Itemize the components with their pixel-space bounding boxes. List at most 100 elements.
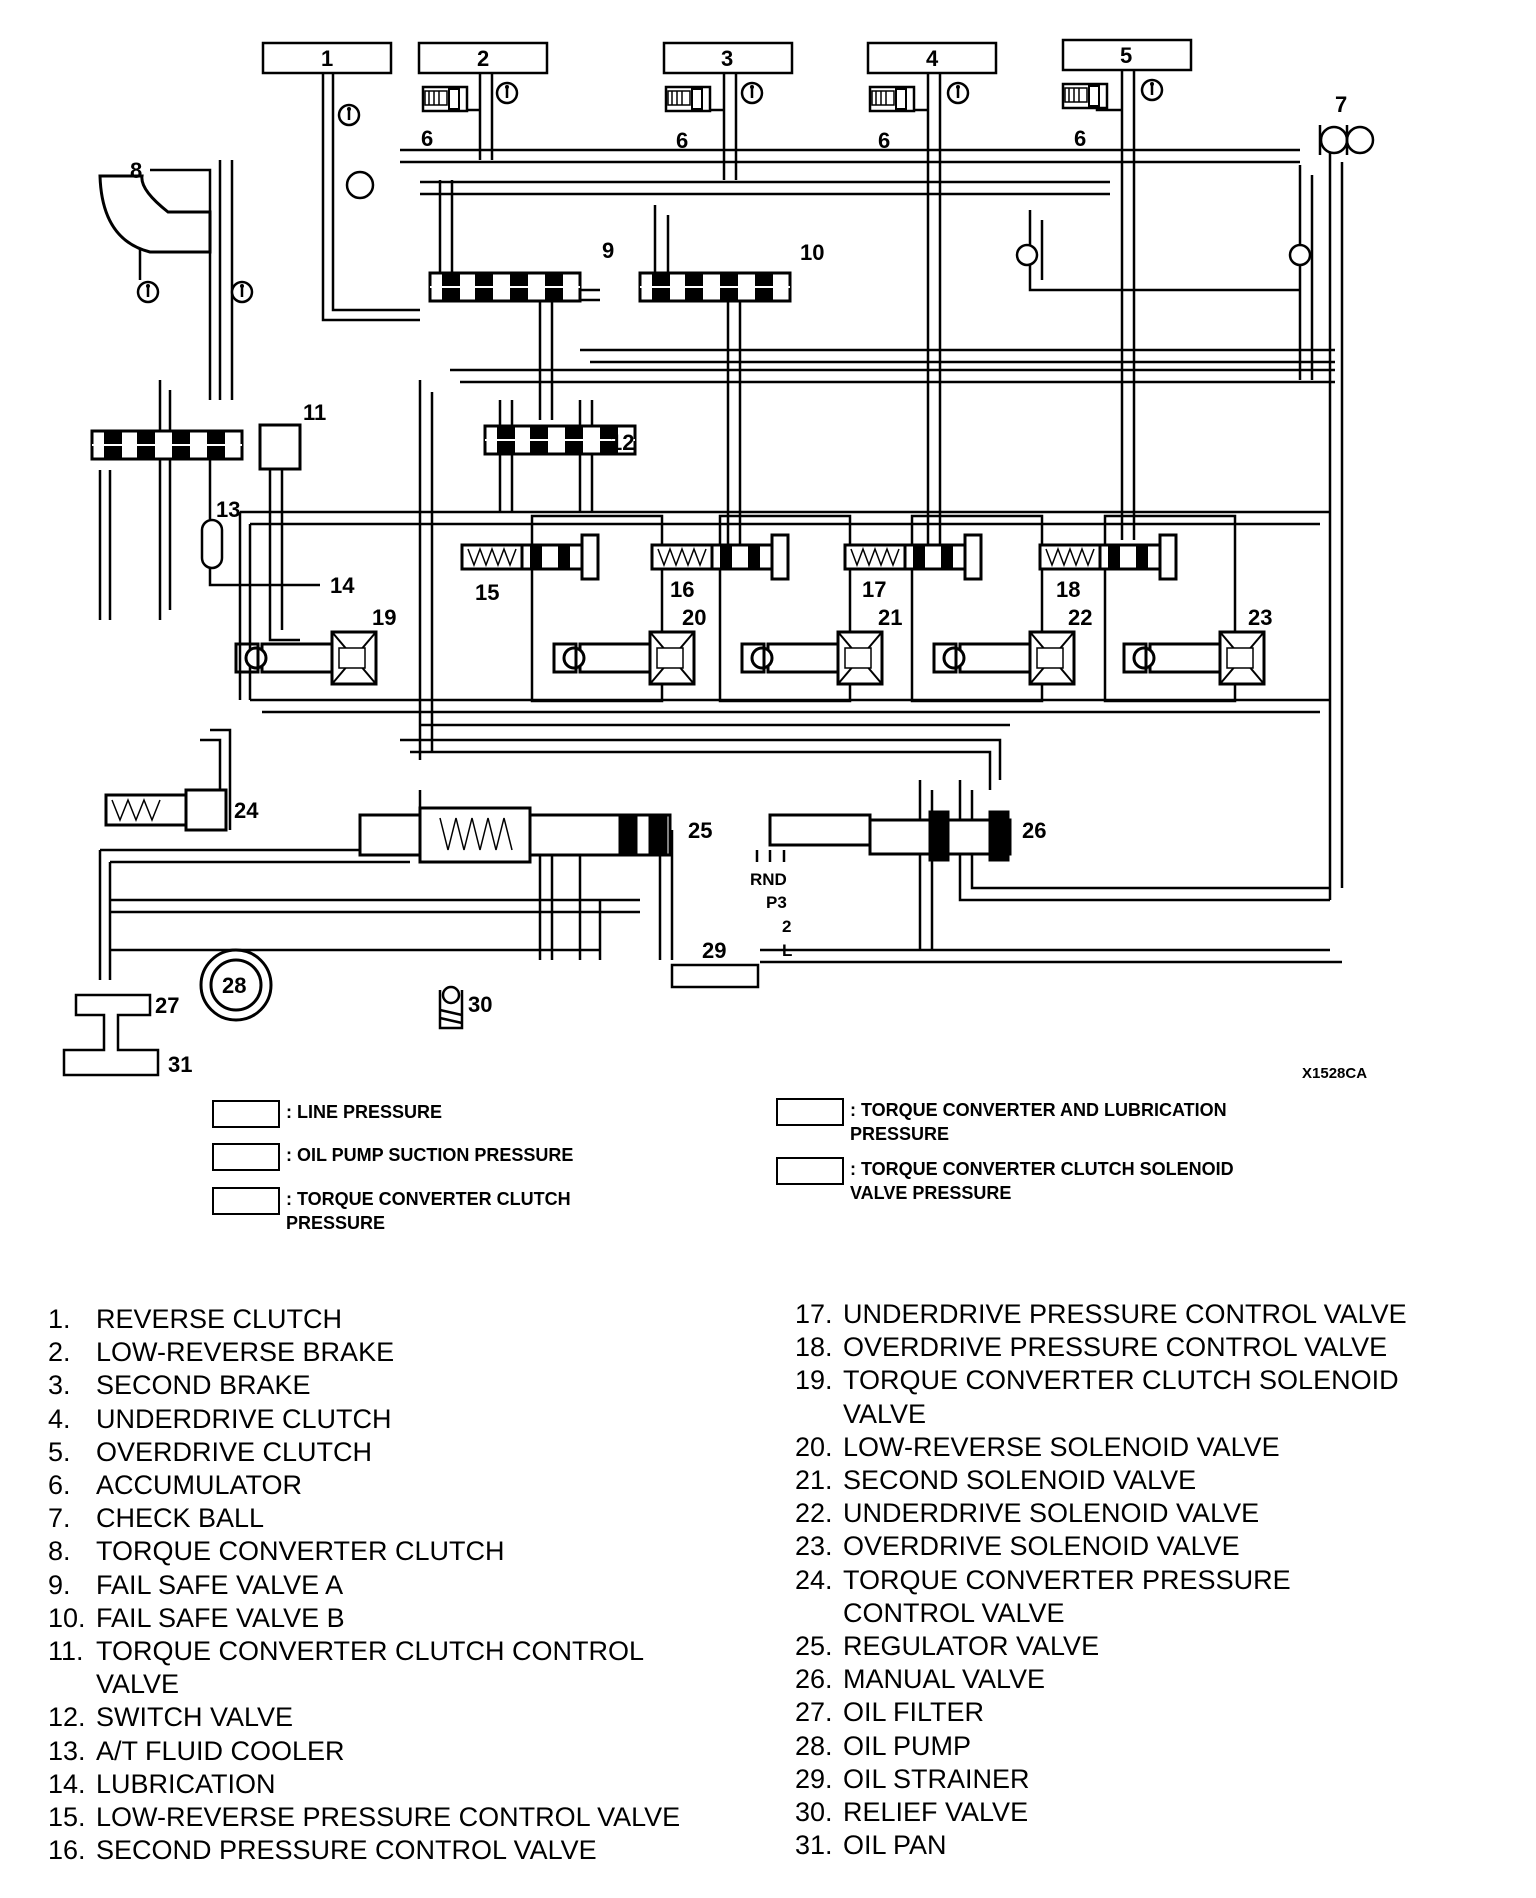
parts-list-item: 10.FAIL SAFE VALVE B — [48, 1602, 748, 1635]
callout-27: 27 — [155, 993, 179, 1018]
legend-line-pressure: : LINE PRESSURE — [212, 1100, 442, 1128]
part-description: OIL PUMP — [843, 1730, 972, 1761]
part-description: OIL PAN — [843, 1830, 947, 1861]
callout-18: 18 — [1056, 577, 1080, 602]
part-number: 15. — [48, 1802, 86, 1833]
part-number: 29. — [795, 1763, 833, 1794]
part-number: 26. — [795, 1664, 833, 1695]
callout-15: 15 — [475, 580, 499, 605]
parts-list-item: 13.A/T FLUID COOLER — [48, 1735, 748, 1768]
parts-list-item: 12.SWITCH VALVE — [48, 1701, 748, 1734]
callout-3: 3 — [721, 46, 733, 71]
part-number: 12. — [48, 1702, 86, 1733]
legend-swatch — [212, 1100, 280, 1128]
parts-list-item: 16.SECOND PRESSURE CONTROL VALVE — [48, 1834, 748, 1867]
part-number: 20. — [795, 1431, 833, 1462]
part-number: 6. — [48, 1470, 71, 1501]
part-description: UNDERDRIVE PRESSURE CONTROL VALVE — [843, 1299, 1407, 1329]
part-description: TORQUE CONVERTER CLUTCH SOLENOID VALVE — [843, 1365, 1399, 1429]
part-number: 24. — [795, 1564, 833, 1595]
parts-list-item: 5. OVERDRIVE CLUTCH — [48, 1436, 748, 1469]
parts-list-item: 22.UNDERDRIVE SOLENOID VALVE — [795, 1497, 1525, 1530]
callout-6b: 6 — [676, 128, 688, 153]
callout-24: 24 — [234, 798, 259, 823]
callout-29: 29 — [702, 938, 726, 963]
part-number: 13. — [48, 1735, 86, 1766]
part-number: 16. — [48, 1835, 86, 1866]
callout-28: 28 — [222, 973, 246, 998]
part-number: 9. — [48, 1569, 71, 1600]
parts-list-item: 2. LOW-REVERSE BRAKE — [48, 1336, 748, 1369]
callout-6c: 6 — [878, 128, 890, 153]
callout-17: 17 — [862, 577, 886, 602]
part-number: 2. — [48, 1337, 71, 1368]
part-description: OIL FILTER — [843, 1697, 985, 1728]
part-number: 27. — [795, 1697, 833, 1728]
callout-22: 22 — [1068, 605, 1092, 630]
part-description: OVERDRIVE PRESSURE CONTROL VALVE — [843, 1332, 1388, 1363]
callout-20: 20 — [682, 605, 706, 630]
part-number: 23. — [795, 1531, 833, 1562]
callout-25: 25 — [688, 818, 712, 843]
callout-13: 13 — [216, 497, 240, 522]
callout-9: 9 — [602, 238, 614, 263]
legend-tcc-solenoid-valve-pressure: : TORQUE CONVERTER CLUTCH SOLENOID VALVE… — [776, 1157, 1234, 1205]
legend-swatch — [776, 1157, 844, 1185]
callout-7: 7 — [1335, 92, 1347, 117]
parts-list-item: 23.OVERDRIVE SOLENOID VALVE — [795, 1530, 1525, 1563]
parts-list-item: 9.FAIL SAFE VALVE A — [48, 1569, 748, 1602]
parts-list-item: 11. TORQUE CONVERTER CLUTCH CONTROL VALVE — [48, 1635, 748, 1701]
part-number: 3. — [48, 1370, 71, 1401]
part-number: 11. — [48, 1636, 84, 1667]
parts-list-item: 20. LOW-REVERSE SOLENOID VALVE — [795, 1431, 1525, 1464]
part-number: 28. — [795, 1730, 833, 1761]
parts-list-item: 6. ACCUMULATOR — [48, 1469, 748, 1502]
part-description: OVERDRIVE CLUTCH — [96, 1436, 373, 1467]
part-description: LUBRICATION — [96, 1768, 276, 1799]
part-description: UNDERDRIVE CLUTCH — [96, 1403, 392, 1434]
legend-swatch — [776, 1098, 844, 1126]
part-description: LOW-REVERSE BRAKE — [96, 1337, 395, 1368]
legend-text: : TORQUE CONVERTER CLUTCH PRESSURE — [286, 1189, 571, 1233]
parts-list-item: 27. OIL FILTER — [795, 1696, 1525, 1729]
callout-16: 16 — [670, 577, 694, 602]
part-description: CHECK BALL — [96, 1503, 265, 1534]
part-number: 18. — [795, 1332, 833, 1363]
callout-10: 10 — [800, 240, 824, 265]
callout-8: 8 — [130, 158, 142, 183]
parts-list-item: 17.UNDERDRIVE PRESSURE CONTROL VALVE — [795, 1298, 1525, 1331]
part-description: REVERSE CLUTCH — [96, 1304, 343, 1334]
parts-list-item: 15. LOW-REVERSE PRESSURE CONTROL VALVE — [48, 1801, 748, 1834]
legend-torque-converter-lubrication-pressure: : TORQUE CONVERTER AND LUBRICATION PRESS… — [776, 1098, 1227, 1146]
figure-id: X1528CA — [1302, 1065, 1367, 1082]
part-description: SECOND BRAKE — [96, 1370, 311, 1401]
overdrive-clutch-box — [1061, 38, 1193, 72]
parts-list-item: 14.LUBRICATION — [48, 1768, 748, 1801]
manual-position-rnd: RND — [750, 870, 787, 889]
parts-list-item: 24.TORQUE CONVERTER PRESSURE CONTROL VAL… — [795, 1564, 1525, 1630]
part-number: 7. — [48, 1503, 71, 1534]
part-description: LOW-REVERSE SOLENOID VALVE — [843, 1431, 1280, 1462]
part-description: RELIEF VALVE — [843, 1797, 1029, 1828]
parts-list-item: 21.SECOND SOLENOID VALVE — [795, 1464, 1525, 1497]
callout-4: 4 — [926, 46, 939, 71]
hydraulic-circuit-diagram: 1 2 3 4 5 6 6 6 6 7 8 9 10 11 12 13 14 1… — [62, 38, 1375, 1082]
manual-position-p3: P3 — [766, 893, 787, 912]
legend-oil-pump-suction-pressure: : OIL PUMP SUCTION PRESSURE — [212, 1143, 573, 1171]
callout-30: 30 — [468, 992, 492, 1017]
parts-list-item: 7. CHECK BALL — [48, 1502, 748, 1535]
callout-23: 23 — [1248, 605, 1272, 630]
parts-list-item: 19.TORQUE CONVERTER CLUTCH SOLENOID VALV… — [795, 1364, 1525, 1430]
part-description: LOW-REVERSE PRESSURE CONTROL VALVE — [96, 1802, 681, 1833]
callout-14: 14 — [330, 573, 355, 598]
manual-position-l: L — [782, 941, 792, 960]
part-description: ACCUMULATOR — [96, 1470, 303, 1501]
parts-list-item: 26.MANUAL VALVE — [795, 1663, 1525, 1696]
legend-text: : TORQUE CONVERTER CLUTCH SOLENOID VALVE… — [850, 1159, 1234, 1203]
low-reverse-brake-box — [417, 41, 549, 75]
parts-list-item: 1.REVERSE CLUTCH — [48, 1303, 748, 1336]
part-number: 4. — [48, 1403, 71, 1434]
part-description: TORQUE CONVERTER CLUTCH CONTROL VALVE — [96, 1636, 645, 1700]
part-number: 5. — [48, 1436, 71, 1467]
callout-19: 19 — [372, 605, 396, 630]
